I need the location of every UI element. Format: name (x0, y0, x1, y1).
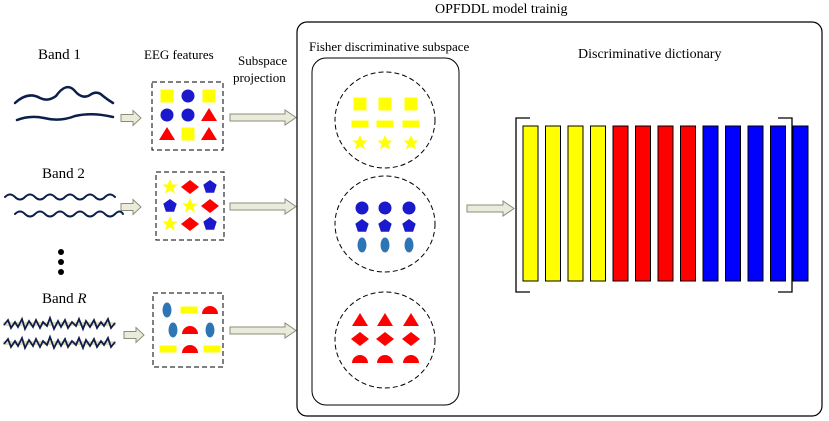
dictionary-brackets (515, 117, 793, 293)
feature-box-band-2 (155, 171, 225, 241)
projection-arrow-1 (229, 109, 297, 126)
band-r-arrow (123, 327, 145, 343)
eeg-features-label: EEG features (144, 47, 214, 62)
diagram-title: OPFDDL model trainig (435, 2, 567, 17)
feature-box-band-r (152, 292, 224, 368)
dictionary-atom-blue (770, 125, 786, 282)
band-r-label: Band R (42, 291, 87, 307)
dictionary-atom-blue (725, 125, 741, 282)
fisher-subspace-label: Fisher discriminative subspace (309, 39, 470, 54)
projection-arrow-2 (229, 198, 297, 215)
ellipsis-dots (58, 249, 64, 275)
dictionary-label: Discriminative dictionary (578, 47, 721, 62)
dictionary-atom-blue (792, 125, 809, 282)
band-2-label: Band 2 (42, 166, 85, 182)
feature-box-band-1 (151, 81, 224, 151)
dictionary-atom-red (635, 125, 651, 282)
band-2-arrow (120, 199, 142, 215)
band-1-arrow (120, 110, 142, 126)
dictionary-atom-yellow (590, 125, 606, 282)
projection-arrow-r (229, 322, 297, 339)
cluster-red (334, 291, 436, 389)
band-r-signal (3, 315, 116, 351)
band-1-label: Band 1 (38, 47, 81, 63)
dictionary-atom-red (680, 125, 696, 282)
band-1-signal (13, 85, 115, 122)
dictionary-atom-blue (702, 125, 719, 282)
dictionary-atom-yellow (545, 125, 561, 282)
subspace-to-dictionary-arrow (466, 200, 515, 217)
dictionary-atoms (522, 125, 809, 282)
dictionary-atom-red (612, 125, 629, 282)
cluster-blue (334, 175, 436, 273)
dictionary-atom-yellow (567, 125, 584, 282)
fisher-subspace-box (311, 57, 460, 406)
band-2-signal (4, 193, 124, 218)
dictionary-atom-red (657, 125, 674, 282)
cluster-yellow (334, 71, 436, 169)
dictionary-atom-yellow (522, 125, 539, 282)
opfddl-model-box (296, 21, 823, 417)
subspace-projection-label: Subspace projection (233, 53, 290, 85)
dictionary-atom-blue (747, 125, 764, 282)
